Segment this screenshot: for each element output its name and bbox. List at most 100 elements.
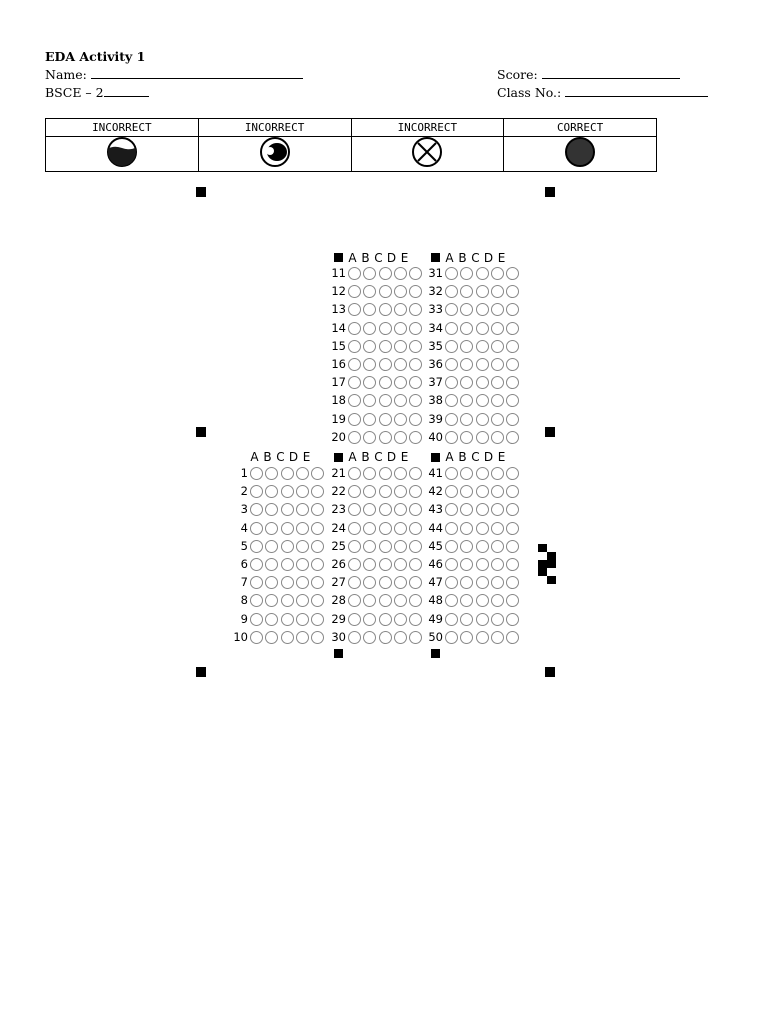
answer-bubble[interactable] [490, 339, 504, 353]
answer-bubble[interactable] [348, 321, 361, 335]
answer-bubble[interactable] [445, 267, 458, 280]
answer-bubble[interactable] [409, 430, 423, 444]
answer-bubble[interactable] [490, 539, 504, 553]
answer-bubble[interactable] [490, 430, 504, 444]
answer-bubble[interactable] [295, 521, 309, 535]
answer-bubble[interactable] [475, 394, 489, 408]
answer-bubble[interactable] [490, 285, 504, 299]
answer-bubble[interactable] [363, 376, 377, 390]
answer-bubble[interactable] [490, 558, 504, 571]
answer-bubble[interactable] [393, 503, 407, 517]
answer-bubble[interactable] [409, 485, 423, 499]
answer-bubble[interactable] [460, 467, 474, 480]
answer-bubble[interactable] [475, 539, 489, 553]
answer-bubble[interactable] [475, 358, 489, 371]
answer-bubble[interactable] [490, 376, 504, 390]
answer-bubble[interactable] [311, 630, 325, 644]
answer-bubble[interactable] [378, 321, 392, 335]
answer-bubble[interactable] [409, 503, 423, 517]
answer-bubble[interactable] [378, 630, 392, 644]
answer-bubble[interactable] [475, 485, 489, 499]
answer-bubble[interactable] [490, 267, 504, 280]
answer-bubble[interactable] [311, 485, 325, 499]
answer-bubble[interactable] [460, 630, 474, 644]
answer-bubble[interactable] [363, 394, 377, 408]
answer-bubble[interactable] [311, 467, 325, 480]
answer-bubble[interactable] [280, 594, 294, 608]
answer-bubble[interactable] [490, 485, 504, 499]
answer-bubble[interactable] [393, 358, 407, 371]
answer-bubble[interactable] [280, 576, 294, 590]
answer-bubble[interactable] [490, 576, 504, 590]
answer-bubble[interactable] [295, 576, 309, 590]
answer-bubble[interactable] [506, 321, 520, 335]
answer-bubble[interactable] [393, 285, 407, 299]
answer-bubble[interactable] [393, 521, 407, 535]
answer-bubble[interactable] [295, 503, 309, 517]
answer-bubble[interactable] [506, 267, 520, 280]
answer-bubble[interactable] [393, 558, 407, 571]
answer-bubble[interactable] [475, 503, 489, 517]
answer-bubble[interactable] [506, 430, 520, 444]
answer-bubble[interactable] [348, 412, 361, 426]
answer-bubble[interactable] [265, 558, 279, 571]
answer-bubble[interactable] [378, 285, 392, 299]
answer-bubble[interactable] [445, 558, 458, 571]
answer-bubble[interactable] [393, 576, 407, 590]
answer-bubble[interactable] [280, 521, 294, 535]
answer-bubble[interactable] [460, 576, 474, 590]
answer-bubble[interactable] [250, 521, 263, 535]
answer-bubble[interactable] [393, 303, 407, 317]
answer-bubble[interactable] [250, 612, 263, 626]
answer-bubble[interactable] [409, 467, 423, 480]
answer-bubble[interactable] [393, 376, 407, 390]
answer-bubble[interactable] [445, 321, 458, 335]
answer-bubble[interactable] [378, 339, 392, 353]
answer-bubble[interactable] [378, 376, 392, 390]
answer-bubble[interactable] [378, 467, 392, 480]
answer-bubble[interactable] [348, 358, 361, 371]
answer-bubble[interactable] [475, 303, 489, 317]
answer-bubble[interactable] [460, 285, 474, 299]
answer-bubble[interactable] [409, 285, 423, 299]
answer-bubble[interactable] [445, 358, 458, 371]
answer-bubble[interactable] [475, 321, 489, 335]
answer-bubble[interactable] [311, 594, 325, 608]
answer-bubble[interactable] [363, 594, 377, 608]
answer-bubble[interactable] [460, 612, 474, 626]
answer-bubble[interactable] [363, 430, 377, 444]
answer-bubble[interactable] [295, 467, 309, 480]
answer-bubble[interactable] [280, 503, 294, 517]
answer-bubble[interactable] [409, 376, 423, 390]
answer-bubble[interactable] [348, 267, 361, 280]
answer-bubble[interactable] [490, 612, 504, 626]
answer-bubble[interactable] [460, 267, 474, 280]
answer-bubble[interactable] [409, 576, 423, 590]
answer-bubble[interactable] [506, 339, 520, 353]
answer-bubble[interactable] [363, 630, 377, 644]
answer-bubble[interactable] [250, 467, 263, 480]
answer-bubble[interactable] [506, 394, 520, 408]
answer-bubble[interactable] [363, 358, 377, 371]
answer-bubble[interactable] [506, 612, 520, 626]
answer-bubble[interactable] [460, 394, 474, 408]
answer-bubble[interactable] [311, 521, 325, 535]
answer-bubble[interactable] [475, 612, 489, 626]
answer-bubble[interactable] [348, 539, 361, 553]
answer-bubble[interactable] [311, 558, 325, 571]
answer-bubble[interactable] [445, 612, 458, 626]
answer-bubble[interactable] [363, 612, 377, 626]
answer-bubble[interactable] [460, 539, 474, 553]
answer-bubble[interactable] [490, 467, 504, 480]
answer-bubble[interactable] [409, 267, 423, 280]
answer-bubble[interactable] [265, 576, 279, 590]
answer-bubble[interactable] [475, 339, 489, 353]
answer-bubble[interactable] [460, 376, 474, 390]
answer-bubble[interactable] [348, 467, 361, 480]
answer-bubble[interactable] [460, 430, 474, 444]
answer-bubble[interactable] [445, 485, 458, 499]
answer-bubble[interactable] [445, 539, 458, 553]
answer-bubble[interactable] [475, 630, 489, 644]
answer-bubble[interactable] [265, 521, 279, 535]
answer-bubble[interactable] [250, 576, 263, 590]
